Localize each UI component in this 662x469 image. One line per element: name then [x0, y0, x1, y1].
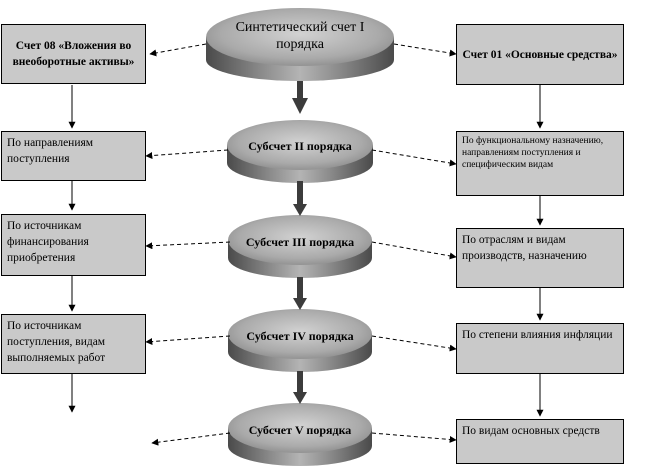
subaccount-2-disc: [227, 120, 373, 183]
synthetic-account-label: Синтетический счет I порядка: [235, 20, 365, 52]
left-header-box: Счет 08 «Вложения во внеоборотные активы…: [1, 24, 146, 84]
subaccount-5-label: Субсчет V порядка: [248, 422, 352, 437]
subaccount-4-disc: [228, 309, 372, 372]
subaccount-2-label: Субсчет II порядка: [248, 138, 352, 153]
left-level2-box: По направлениям поступления: [1, 131, 146, 181]
right-level2-box: По функциональному назначению, направлен…: [456, 131, 624, 196]
dashed-connectors: [145, 43, 457, 446]
subaccount-3-label: Субсчет III порядка: [245, 234, 355, 249]
right-level3-box: По отраслям и видам производств, назначе…: [456, 228, 624, 288]
left-level4-box: По источникам поступления, видам выполня…: [1, 314, 146, 374]
right-level4-box: По степени влияния инфляции: [456, 323, 624, 374]
subaccount-4-label: Субсчет IV порядка: [246, 328, 354, 343]
side-arrows: [68, 85, 544, 417]
subaccount-5-disc: [228, 403, 372, 466]
central-arrows: [292, 81, 308, 404]
left-level3-box: По источникам финансирования приобретени…: [1, 214, 146, 276]
synthetic-account-disc: [206, 8, 394, 81]
right-level5-box: По видам основных средств: [456, 419, 624, 464]
subaccount-3-disc: [228, 215, 372, 278]
right-header-box: Счет 01 «Основные средства»: [456, 24, 624, 85]
